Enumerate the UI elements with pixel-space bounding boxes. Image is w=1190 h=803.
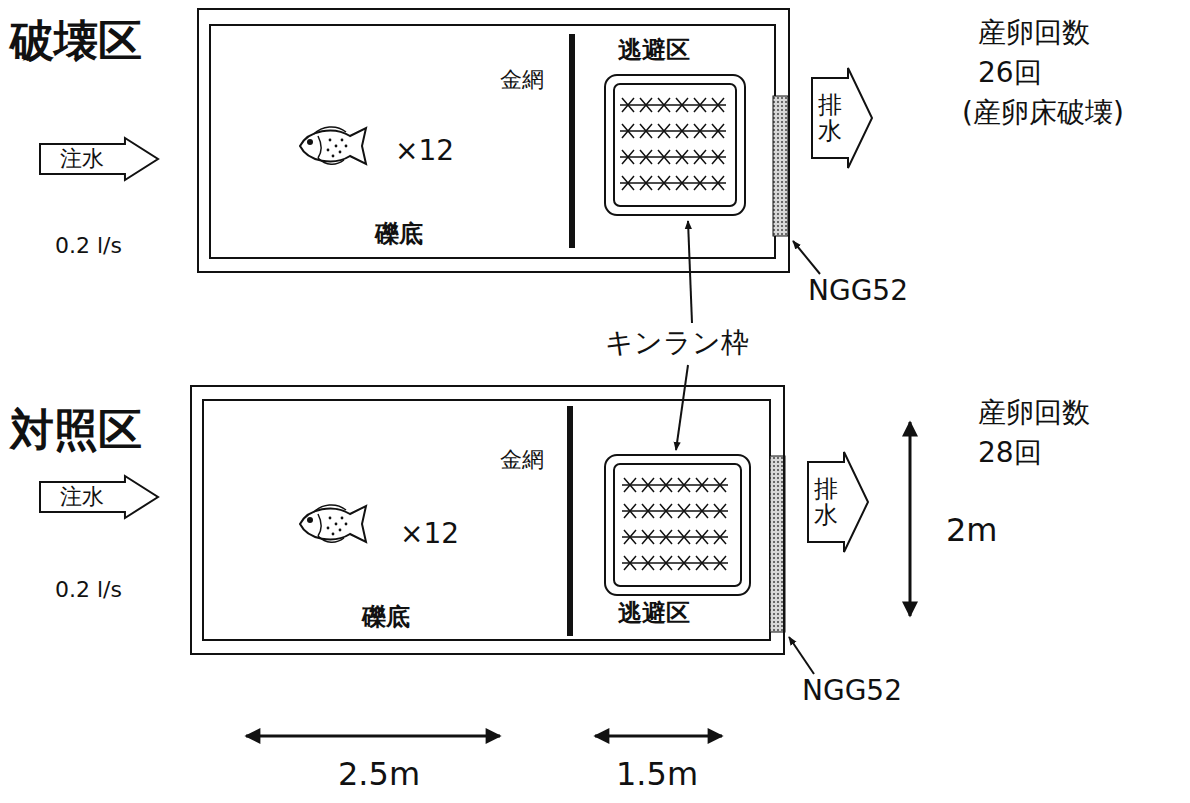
bottom-label: 礫底 [362, 605, 410, 630]
flow-rate: 0.2 l/s [55, 234, 122, 257]
tank-box: 破壊区×12礫底逃避区 [197, 8, 790, 273]
arrow-shape [808, 452, 868, 552]
screen-label: NGG52 [802, 676, 902, 705]
count-label: ×12 [395, 136, 454, 165]
frame-label: キンラン枠 [605, 328, 749, 357]
arrow-text: 注水 [60, 485, 104, 508]
fish-icon [300, 127, 366, 164]
metal-net [569, 34, 575, 248]
tank-inner-wall [210, 25, 775, 258]
dimension-arrow [909, 422, 912, 616]
kinran-frame [605, 75, 745, 215]
metal-net [567, 406, 573, 636]
result-value: 26回 [978, 58, 1042, 87]
kinran-frame [605, 455, 750, 595]
arrow-text: 注水 [60, 147, 104, 170]
fish-icon [300, 505, 366, 542]
dimension-arrow [595, 735, 722, 738]
ngg52-screen [770, 456, 785, 632]
result-label: 産卵回数 [978, 398, 1090, 427]
leader-line [793, 241, 820, 274]
inflow-arrow: 注水 [40, 138, 158, 180]
ngg52-screen [773, 96, 788, 236]
tank-inner-wall [203, 400, 770, 640]
dimension-label: 2m [946, 514, 998, 548]
arrow-text: 排水 [814, 476, 838, 529]
result-value: 28回 [978, 438, 1042, 467]
net-label: 金網 [500, 68, 544, 91]
outflow-arrow: 排水 [808, 452, 868, 552]
area-label: 逃避区 [618, 38, 690, 63]
leader-line [676, 365, 688, 450]
net-label: 金網 [500, 448, 544, 471]
outflow-arrow: 排水 [812, 68, 872, 168]
dimension-label: 2.5m [338, 758, 420, 792]
dimension-label: 1.5m [616, 758, 698, 792]
arrow-text: 排水 [818, 92, 842, 145]
arrow-shape [812, 68, 872, 168]
leader-line [789, 637, 814, 674]
bottom-label: 礫底 [375, 222, 423, 247]
arrow-shape [40, 476, 158, 518]
inflow-arrow: 注水 [40, 476, 158, 518]
area-label: 逃避区 [618, 601, 690, 626]
arrow-shape [40, 138, 158, 180]
tank-box: 対照区×12礫底逃避区 [190, 385, 785, 655]
count-label: ×12 [400, 519, 459, 548]
result-label: 産卵回数 [978, 18, 1090, 47]
screen-label: NGG52 [808, 276, 908, 305]
flow-rate: 0.2 l/s [55, 578, 122, 601]
section-heading: 破壊区 [10, 18, 142, 64]
result-note: (産卵床破壊) [962, 98, 1124, 127]
dimension-arrow [246, 735, 500, 738]
section-heading: 対照区 [10, 407, 142, 453]
